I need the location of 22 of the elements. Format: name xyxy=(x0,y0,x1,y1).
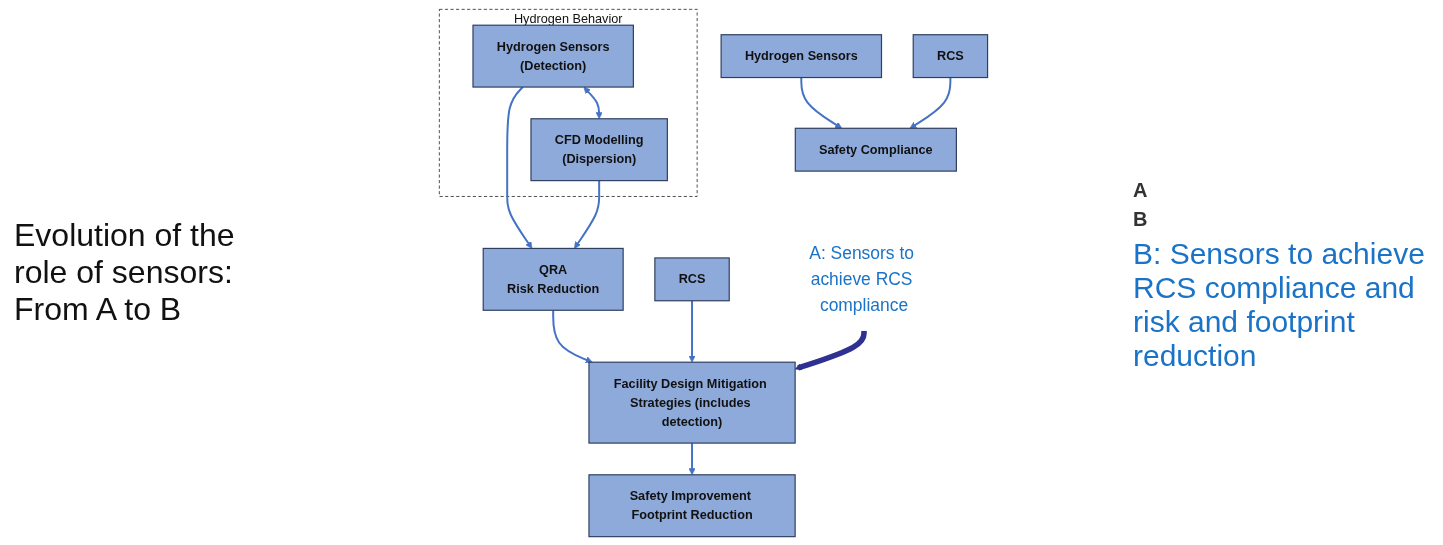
node-box: Hydrogen Sensors xyxy=(720,33,883,78)
arrow xyxy=(583,86,603,119)
caption-text: B: Sensors to achieve RCS compliance and risk and footprint reduction xyxy=(1133,236,1426,373)
arrow xyxy=(688,441,696,475)
node-box: Facility Design Mitigation Strategies (includes detection) xyxy=(588,361,796,444)
panel-letter: A xyxy=(1133,178,1149,202)
title: Evolution of the role of sensors: From A to B xyxy=(14,217,236,328)
node-text: A: Sensors to achieve RCS compliance xyxy=(809,242,914,315)
node-box: RCS xyxy=(654,256,730,301)
arrow xyxy=(800,76,843,129)
arrow xyxy=(909,76,952,129)
arrow xyxy=(506,85,533,249)
node-box: CFD Modelling (Dispersion) xyxy=(530,117,668,181)
arrow xyxy=(688,299,696,362)
node-box: RCS xyxy=(912,33,989,78)
panel-letter: B xyxy=(1133,207,1149,231)
node-box: Safety Improvement Footprint Reduction xyxy=(588,473,796,537)
arrow xyxy=(552,308,593,363)
node-box: Safety Compliance xyxy=(794,127,958,172)
node-box: Hydrogen Sensors (Detection) xyxy=(472,24,634,88)
arrow xyxy=(574,179,601,249)
node-box: QRA Risk Reduction xyxy=(482,247,624,311)
